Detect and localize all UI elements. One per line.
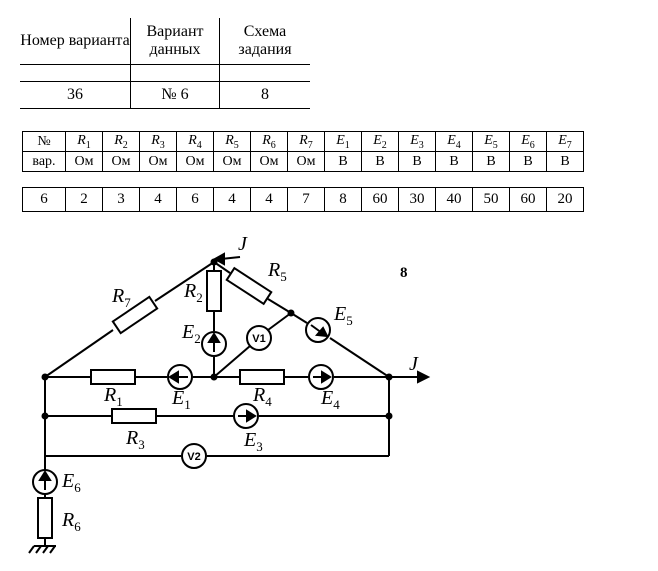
scheme-number: 8 (400, 265, 408, 281)
param-unit-r3: Ом (139, 151, 177, 172)
label-e5: E5 (333, 303, 353, 328)
label-r7: R7 (111, 285, 131, 310)
param-unit-e7: В (546, 151, 584, 172)
label-e1: E1 (171, 387, 191, 412)
header-variant-number: Номер варианта (20, 18, 131, 65)
resistors (37, 266, 285, 539)
value-scheme: 8 (219, 81, 310, 109)
label-r4: R4 (252, 384, 272, 409)
param-value-cell: 4 (250, 187, 288, 212)
param-value-cell: 4 (213, 187, 251, 212)
label-e3: E3 (243, 429, 263, 454)
param-value-cell: 6 (22, 187, 66, 212)
wires (28, 256, 420, 554)
param-value-cell: 60 (361, 187, 399, 212)
label-j-right: J (409, 353, 419, 375)
label-j-top: J (238, 233, 248, 255)
resistor-r2 (206, 270, 222, 312)
label-r5: R5 (267, 259, 287, 284)
param-symbol-e7: E7 (546, 131, 584, 152)
param-head-var: вар. (22, 151, 66, 172)
value-data-variant: № 6 (130, 81, 220, 109)
param-unit-e5: В (472, 151, 510, 172)
param-unit-r5: Ом (213, 151, 251, 172)
resistor-r7 (111, 295, 159, 335)
param-value-cell: 60 (509, 187, 547, 212)
param-symbol-e6: E6 (509, 131, 547, 152)
param-value-cell: 20 (546, 187, 584, 212)
param-value-cell: 30 (398, 187, 436, 212)
source-arrows (38, 252, 431, 490)
header-data-variant: Вариант данных (130, 18, 220, 65)
label-e4: E4 (320, 387, 340, 412)
param-unit-e1: В (324, 151, 362, 172)
label-r3: R3 (125, 427, 145, 452)
resistor-r4 (239, 369, 285, 385)
voltmeter-v2 (181, 443, 207, 469)
voltmeter-v1 (246, 325, 272, 351)
param-unit-r6: Ом (250, 151, 288, 172)
param-unit-r2: Ом (102, 151, 140, 172)
label-r6: R6 (61, 509, 81, 534)
label-r2: R2 (183, 280, 203, 305)
label-r1: R1 (103, 384, 123, 409)
header-scheme: Схема задания (219, 18, 310, 65)
resistor-r3 (111, 408, 157, 424)
param-value-cell: 7 (287, 187, 325, 212)
voltmeter-v1-label: V1 (252, 333, 265, 345)
value-variant-number: 36 (20, 81, 131, 109)
resistor-r5 (225, 266, 273, 306)
param-unit-r7: Ом (287, 151, 325, 172)
resistor-r6 (37, 497, 53, 539)
nodes (41, 258, 393, 420)
param-symbol-e3: E3 (398, 131, 436, 152)
param-value-cell: 50 (472, 187, 510, 212)
resistor-r1 (90, 369, 136, 385)
variant-table: Номер варианта Вариант данных Схема зада… (20, 18, 310, 109)
label-e2: E2 (181, 321, 201, 346)
voltmeter-v2-label: V2 (187, 451, 200, 463)
param-value-cell: 8 (324, 187, 362, 212)
label-e6: E6 (61, 470, 81, 495)
